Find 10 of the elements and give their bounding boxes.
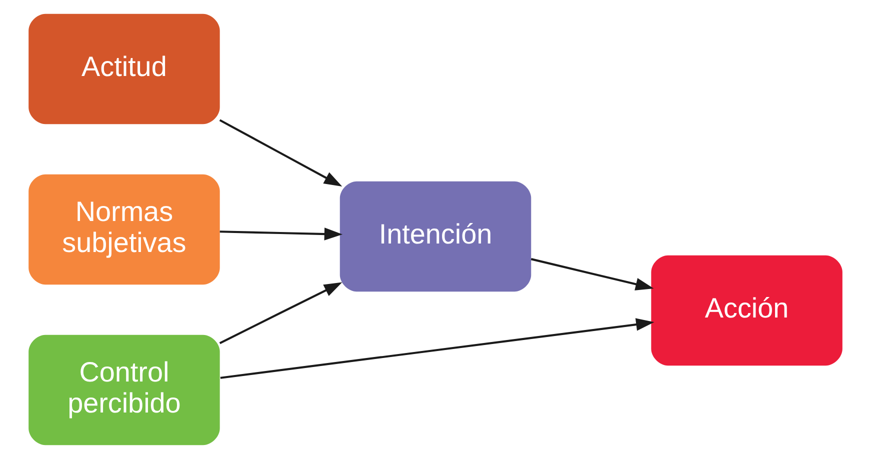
node-box: Intención [340,181,532,292]
node-box: Control percibido [28,334,220,446]
arrow [530,258,654,290]
node-box: Normas subjetivas [28,174,220,285]
arrow [219,282,342,344]
node-box: Actitud [28,14,220,124]
arrow [220,228,343,240]
arrow [220,318,654,379]
node-box: Acción [651,255,842,366]
arrow [219,119,342,187]
